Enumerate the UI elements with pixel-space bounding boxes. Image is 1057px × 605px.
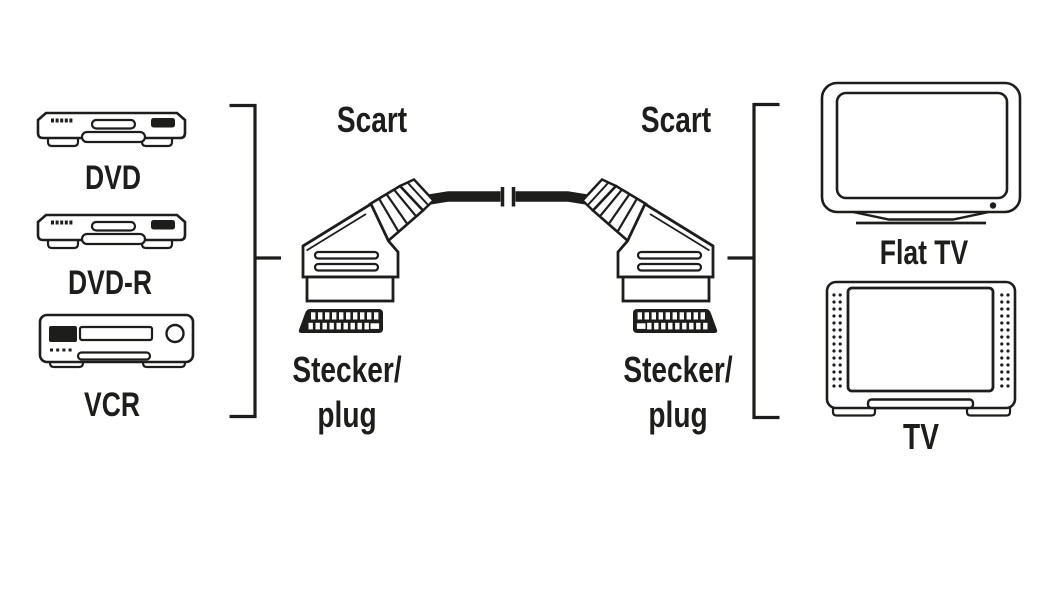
scart-plug-left-icon (299, 180, 503, 334)
dvd-label: DVD (84, 159, 142, 197)
plug-label-right-line1: Stecker/ (623, 349, 733, 390)
dvd-player-icon (36, 111, 187, 148)
scart-plug-right-icon (514, 180, 718, 334)
scart-label-right: Scart (640, 99, 712, 140)
target-group-bracket (727, 102, 780, 420)
crt-tv-icon (825, 280, 1017, 418)
dvd-recorder-icon (36, 213, 187, 250)
plug-label-right-line2: plug (648, 393, 708, 435)
scart-label-left: Scart (336, 99, 408, 140)
plug-label-left-line2: plug (317, 393, 377, 435)
dvd-r-label: DVD-R (68, 264, 152, 302)
vcr-icon (38, 313, 195, 369)
flat-tv-label: Flat TV (879, 234, 969, 272)
plug-label-left: Stecker/ plug (292, 348, 401, 437)
plug-label-left-line1: Stecker/ (292, 349, 402, 390)
tv-label: TV (903, 416, 939, 457)
flat-tv-icon (820, 81, 1022, 225)
source-group-bracket (229, 103, 281, 419)
plug-label-right: Stecker/ plug (623, 348, 732, 437)
vcr-label: VCR (83, 386, 141, 424)
